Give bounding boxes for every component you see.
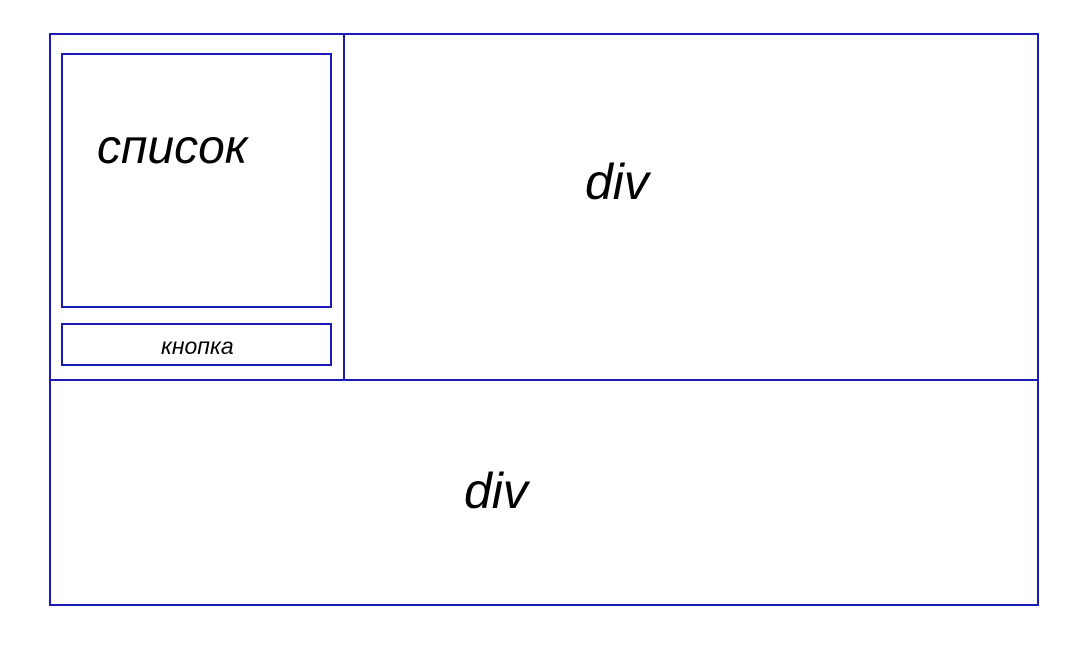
vertical-divider <box>343 33 345 380</box>
horizontal-divider <box>49 379 1039 381</box>
button-box[interactable] <box>61 323 332 366</box>
list-box[interactable] <box>61 53 332 308</box>
top-div-label: div <box>585 154 649 210</box>
list-label: список <box>97 121 248 174</box>
bottom-div-label: div <box>464 463 528 519</box>
button-label: кнопка <box>161 333 234 359</box>
outer-frame <box>49 33 1039 606</box>
